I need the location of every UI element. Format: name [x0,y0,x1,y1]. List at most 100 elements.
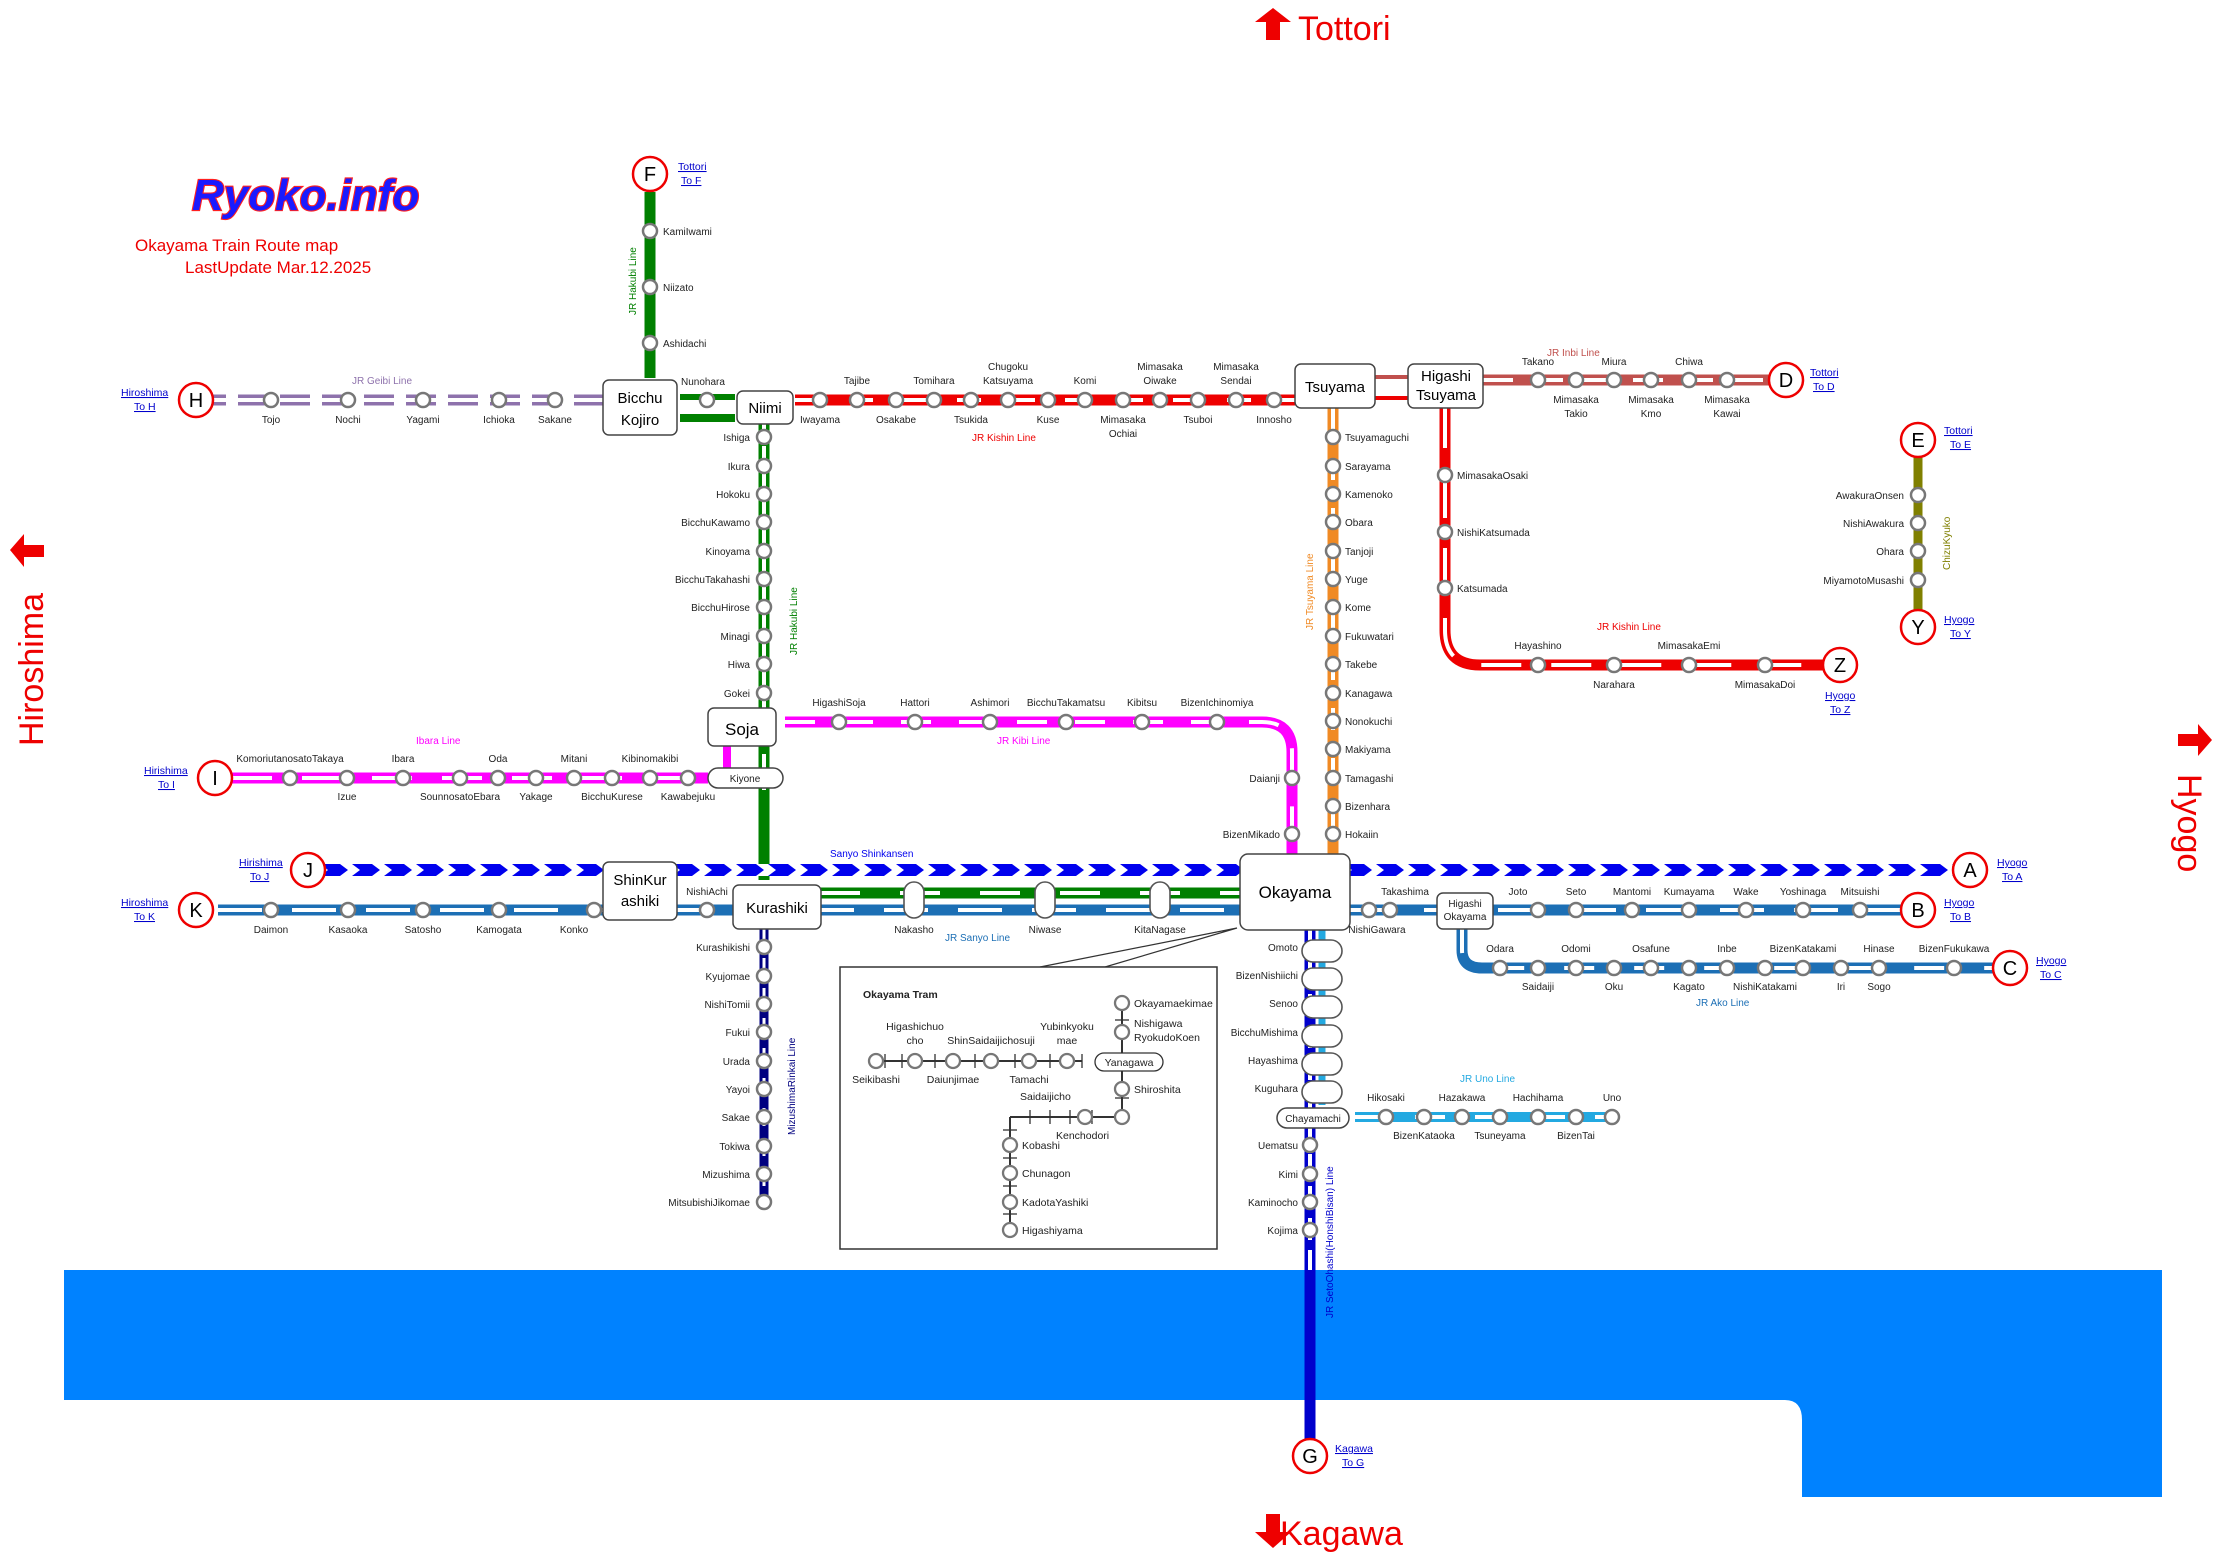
terminal-E-dest[interactable]: Tottori [1944,425,1973,437]
terminal-A-dest[interactable]: Hyogo [1997,857,2028,869]
hub-higashi-tsuyama-box[interactable] [1407,363,1484,409]
terminal-C-dest[interactable]: Hyogo [2036,955,2067,967]
terminal-F-dest[interactable]: Tottori [678,161,707,173]
terminal-Y-link[interactable]: To Y [1950,628,1971,640]
terminal-I-link[interactable]: To I [158,779,175,791]
terminal-H-link[interactable]: To H [134,401,156,413]
station-marker [1324,598,1342,616]
direction-north-label: Tottori [1298,10,1391,48]
hub-shinkurashiki-box[interactable] [602,861,678,921]
label-tram-labels-7: Tamachi [1009,1074,1048,1086]
station-marker [1113,994,1131,1012]
label-kishin-west: JR Kishin Line [972,433,1036,444]
label-stations-ibara-5: Yakage [519,792,553,803]
terminal-K-link[interactable]: To K [134,911,155,923]
hub-kurashiki-box[interactable] [732,884,822,930]
label-chizu: ChizuKyuko [1942,516,1953,570]
station-marker [1567,901,1585,919]
label-terminals-H-letter: H [189,390,203,412]
label-stations-sanyo-east-1: NishiGawara [1348,925,1406,936]
label-stations-sanyo-east-7: Yoshinaga [1780,887,1827,898]
terminal-I-dest[interactable]: Hirishima [144,765,188,777]
hub-kiyone-box[interactable] [707,767,784,789]
label-stations-kibi-2: Ashimori [971,698,1010,709]
label-tram-labels-2: ShinSaidaijichosuji [947,1035,1035,1047]
terminal-H[interactable]: H Hiroshima To H [121,381,215,419]
station-marker [1718,959,1736,977]
terminal-C-link[interactable]: To C [2040,969,2062,981]
terminal-E-link[interactable]: To E [1950,439,1971,451]
station-marker [1324,542,1342,560]
station-marker [755,1165,773,1183]
label-stations-inbi-4: Mimasaka [1628,395,1674,406]
tram-stops [867,994,1131,1239]
terminal-D-link[interactable]: To D [1813,381,1835,393]
terminal-D-dest[interactable]: Tottori [1810,367,1839,379]
station-marker [679,769,697,787]
direction-west: Hiroshima [10,534,51,746]
terminal-G-link[interactable]: To G [1342,1457,1364,1469]
hub-higashi-okayama-box[interactable] [1436,892,1494,930]
label-stations-ako-0: Odara [1486,944,1514,955]
terminal-Z-link[interactable]: To Z [1830,704,1851,716]
label-stations-ibara-3: SounnosatoEbara [420,792,501,803]
hub-soja-box[interactable] [707,707,777,747]
station-marker [1324,428,1342,446]
hub-bicchu-kojiro-box[interactable] [602,379,678,436]
terminal-H-dest[interactable]: Hiroshima [121,387,168,399]
hub-stations [602,363,1494,1129]
label-stations-hakubi-south-0: Ishiga [723,433,750,444]
label-stations-kishin-west-2: Osakabe [876,415,916,426]
terminal-Z-dest[interactable]: Hyogo [1825,690,1856,702]
hub-okayama-box[interactable] [1239,853,1351,931]
station-marker [755,598,773,616]
terminal-A-link[interactable]: To A [2002,871,2022,883]
station-marker [339,901,357,919]
station-marker [1151,391,1169,409]
label-stations-uno-5: BizenTai [1557,1131,1595,1142]
station-marker [1301,1221,1319,1239]
terminal-B-link[interactable]: To B [1950,911,1971,923]
label-stations-hakubi-north-2: Ashidachi [663,339,706,350]
terminal-J-dest[interactable]: Hirishima [239,857,283,869]
label-stations-kishin-west-5: Chugoku [988,362,1028,373]
label-stations-kishin-west-14: Mimasaka [1213,362,1259,373]
label-stations-mizushima-0: Kurashikishi [696,943,750,954]
terminal-G-dest[interactable]: Kagawa [1335,1443,1373,1455]
station-marker [1603,1108,1621,1126]
hub-chayamachi-box[interactable] [1276,1107,1350,1129]
terminal-Y-dest[interactable]: Hyogo [1944,614,1975,626]
station-marker [1567,959,1585,977]
label-stations-kishin-west-13: Tsuboi [1184,415,1213,426]
hub-tsuyama-box[interactable] [1294,363,1376,409]
terminal-B-dest[interactable]: Hyogo [1944,897,1975,909]
label-stations-hakubi-south-6: BicchuHirose [691,603,750,614]
label-stations-hakubi-south-9: Gokei [724,689,750,700]
terminal-J-link[interactable]: To J [250,871,269,883]
station-marker [755,655,773,673]
station-marker [1756,656,1774,674]
station-marker [1324,797,1342,815]
terminal-K-dest[interactable]: Hiroshima [121,897,168,909]
arrow-right-icon [2178,724,2212,756]
station-marker [1991,949,2029,987]
direction-east: Hyogo [2170,724,2212,872]
station-marker [1567,1108,1585,1126]
site-logo[interactable]: Ryoko.info [191,170,421,221]
terminal-F-link[interactable]: To F [681,175,701,187]
station-marker [1491,1108,1509,1126]
label-stations-seto-ohashi-9: Kojima [1267,1226,1298,1237]
hub-niimi-box[interactable] [736,390,794,425]
